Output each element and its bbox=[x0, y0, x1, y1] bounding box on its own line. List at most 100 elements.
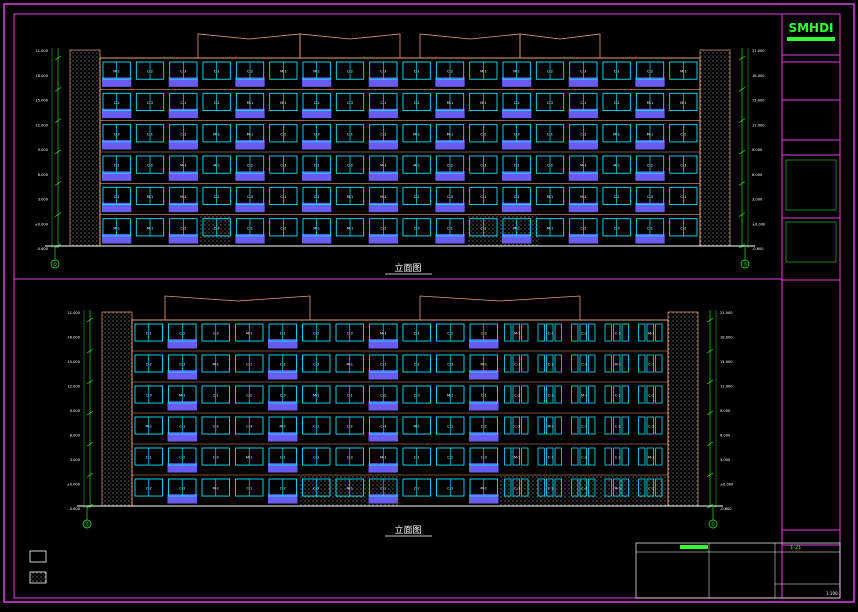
roof-truss bbox=[419, 33, 521, 58]
axis-label: ⑬ bbox=[84, 521, 89, 528]
window-tag: C-2 bbox=[514, 101, 520, 105]
window-tag: C-2 bbox=[179, 332, 185, 336]
window-tag: C-2 bbox=[247, 164, 253, 168]
window bbox=[554, 323, 562, 342]
window-tag: C-1 bbox=[146, 456, 152, 460]
window bbox=[512, 447, 520, 466]
balcony bbox=[268, 370, 298, 380]
window-tag: C-1 bbox=[146, 332, 152, 336]
sheet-border bbox=[3, 3, 855, 603]
window-tag: C-1 bbox=[246, 363, 252, 367]
window-tag: C-1 bbox=[280, 456, 286, 460]
window bbox=[638, 416, 646, 435]
elevation-mark: 9.000 bbox=[720, 409, 731, 413]
window-tag: C-3 bbox=[280, 394, 286, 398]
dimension-tick bbox=[86, 441, 94, 447]
window-tag: C-3 bbox=[514, 425, 520, 429]
balcony bbox=[235, 77, 265, 87]
window bbox=[521, 354, 529, 373]
window bbox=[604, 323, 612, 342]
balcony bbox=[502, 171, 532, 181]
window bbox=[571, 478, 579, 497]
title-block: SMHDI 1-21 bbox=[781, 13, 841, 599]
window bbox=[579, 478, 587, 497]
window bbox=[621, 416, 629, 435]
balcony bbox=[168, 171, 198, 181]
balcony bbox=[368, 401, 398, 411]
window-tag: C-2 bbox=[647, 70, 653, 74]
window-tag: C-3 bbox=[147, 101, 153, 105]
window-tag: C-1 bbox=[648, 487, 654, 491]
window-tag: C-2 bbox=[280, 487, 286, 491]
elevation-mark: -0.600 bbox=[720, 507, 732, 511]
balcony bbox=[635, 171, 665, 181]
elevation-mark: 3.000 bbox=[70, 458, 81, 462]
window-tag: C-3 bbox=[414, 226, 420, 230]
balcony bbox=[235, 171, 265, 181]
window-tag: C-3 bbox=[414, 394, 420, 398]
window-tag: M-1 bbox=[447, 132, 454, 136]
window bbox=[504, 323, 512, 342]
balcony bbox=[635, 202, 665, 213]
window bbox=[613, 447, 621, 466]
roof-truss bbox=[164, 295, 311, 320]
window-tag: M-1 bbox=[547, 425, 554, 429]
window bbox=[613, 323, 621, 342]
window-tag: C-3 bbox=[548, 394, 554, 398]
window-tag: C-1 bbox=[114, 164, 120, 168]
elevation-bottom-title: 立面图 bbox=[394, 524, 421, 536]
elevation-mark: -0.600 bbox=[752, 247, 764, 251]
window-tag: C-2 bbox=[280, 363, 286, 367]
elevation-mark: ±0.000 bbox=[35, 222, 49, 226]
window bbox=[554, 416, 562, 435]
window-tag: C-2 bbox=[648, 394, 654, 398]
window-tag: C-2 bbox=[147, 70, 153, 74]
window-tag: C-3 bbox=[447, 195, 453, 199]
window bbox=[655, 416, 663, 435]
window-tag: C-1 bbox=[180, 101, 186, 105]
window bbox=[646, 385, 654, 404]
dimension-tick bbox=[54, 87, 62, 92]
window bbox=[521, 385, 529, 404]
window-tag: M-1 bbox=[613, 132, 620, 136]
window-tag: C-1 bbox=[647, 226, 653, 230]
ground-hatch bbox=[200, 214, 230, 246]
end-block-right bbox=[699, 49, 731, 247]
window-tag: C-2 bbox=[314, 195, 320, 199]
window bbox=[638, 354, 646, 373]
window-tag: C-1 bbox=[414, 332, 420, 336]
balcony bbox=[102, 171, 132, 181]
window-tag: M-1 bbox=[279, 425, 286, 429]
window bbox=[521, 323, 529, 342]
dimension-tick bbox=[738, 55, 746, 61]
window-tag: C-1 bbox=[514, 363, 520, 367]
window bbox=[571, 385, 579, 404]
balcony bbox=[502, 202, 532, 213]
window-tag: C-2 bbox=[447, 70, 453, 74]
window-tag: C-3 bbox=[214, 226, 220, 230]
window-tag: C-3 bbox=[213, 332, 219, 336]
window-tag: M-1 bbox=[347, 195, 354, 199]
balcony bbox=[235, 108, 265, 119]
balcony bbox=[167, 401, 197, 411]
balcony bbox=[469, 370, 499, 380]
window-tag: C-3 bbox=[247, 195, 253, 199]
elevation-mark: 21.000 bbox=[35, 49, 48, 53]
window-tag: M-1 bbox=[380, 332, 387, 336]
balcony bbox=[167, 494, 197, 504]
window-tag: C-2 bbox=[247, 70, 253, 74]
dimension-tick bbox=[738, 181, 746, 186]
window-tag: M-1 bbox=[313, 70, 320, 74]
window bbox=[604, 478, 612, 497]
balcony bbox=[502, 234, 532, 244]
window-tag: C-2 bbox=[548, 363, 554, 367]
window bbox=[646, 323, 654, 342]
window-tag: M-1 bbox=[547, 226, 554, 230]
window-tag: M-1 bbox=[347, 226, 354, 230]
window-tag: C-2 bbox=[514, 195, 520, 199]
dimension-tick bbox=[54, 55, 62, 61]
end-block-left bbox=[101, 311, 133, 507]
balcony bbox=[568, 234, 598, 244]
window-tag: C-3 bbox=[347, 332, 353, 336]
